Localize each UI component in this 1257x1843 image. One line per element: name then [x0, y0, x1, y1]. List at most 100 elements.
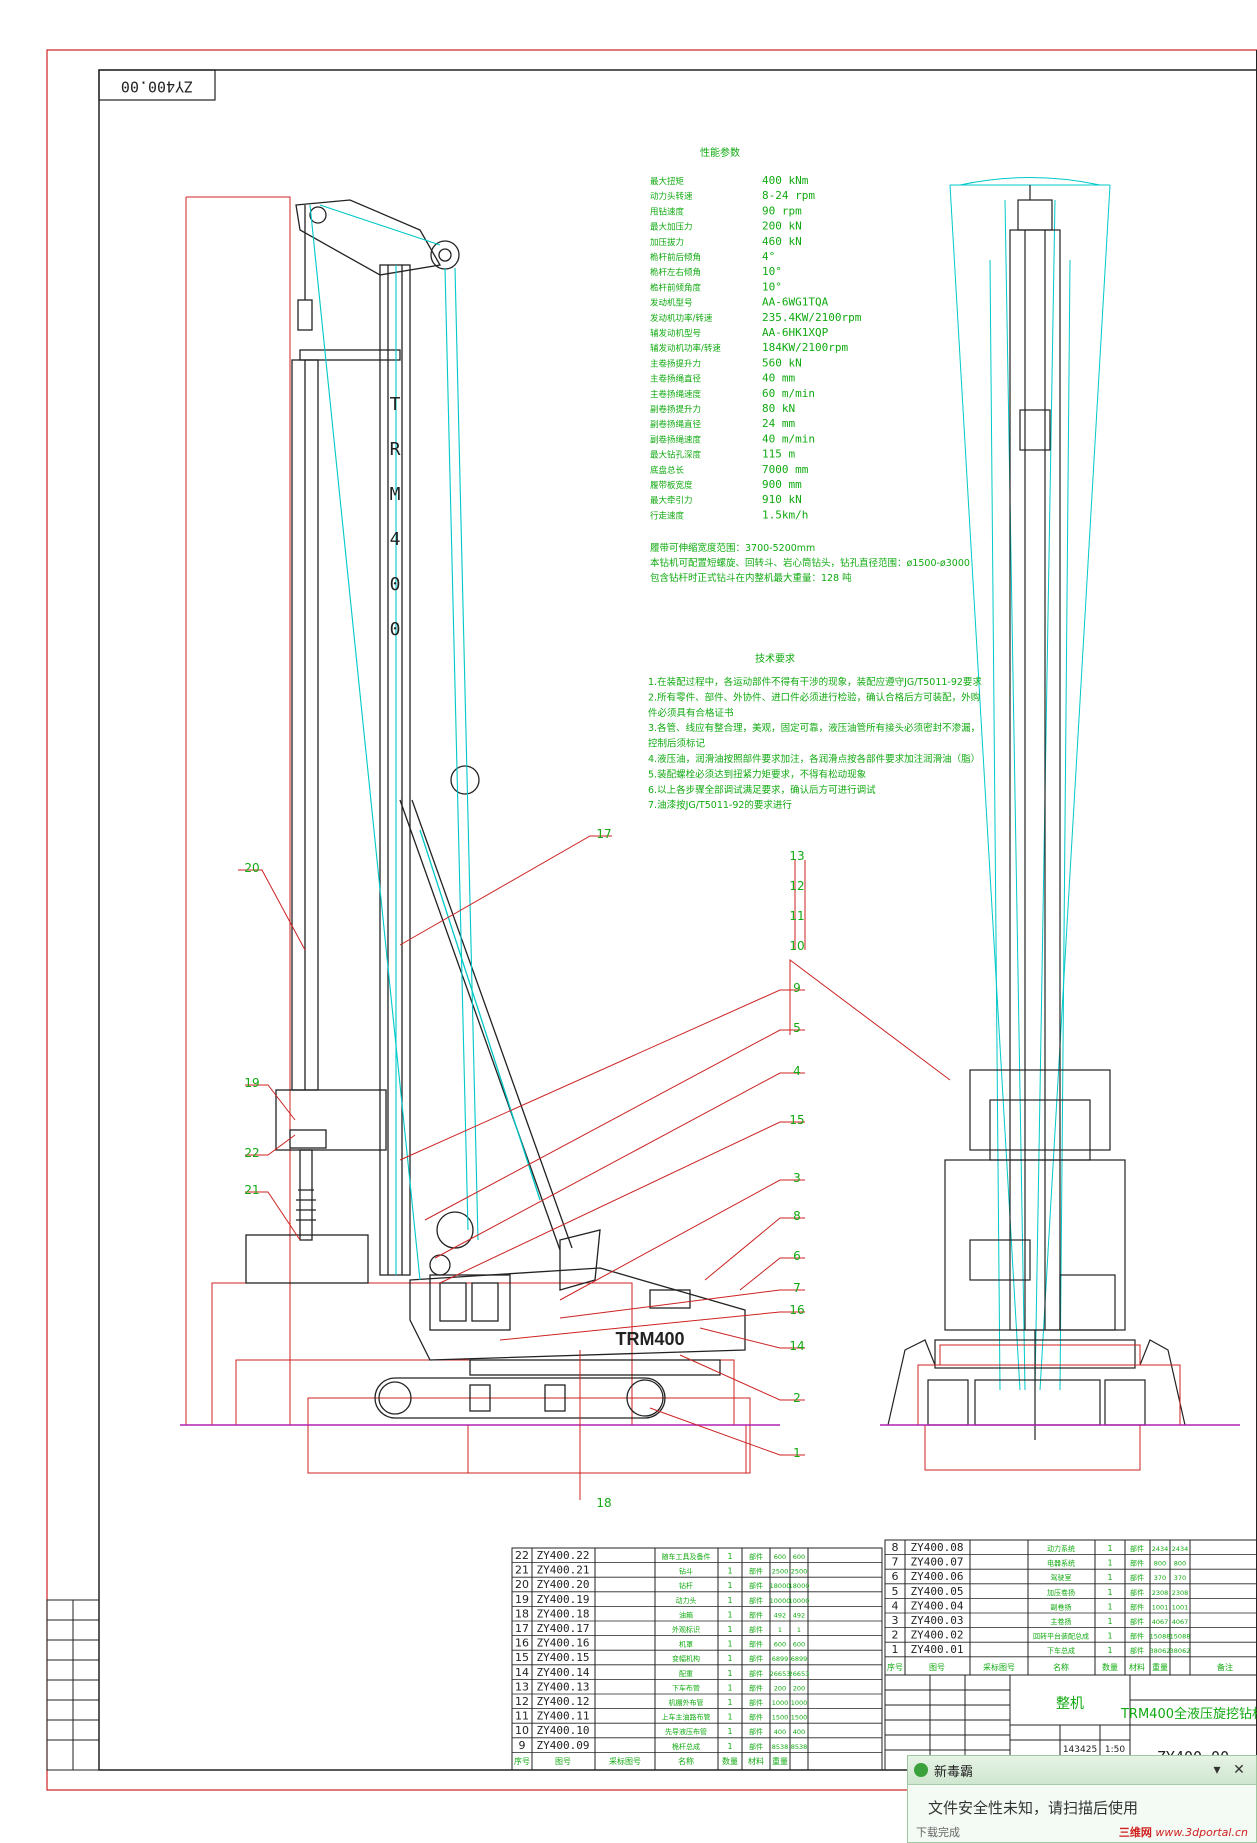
bom-mat: 部件	[749, 1625, 763, 1634]
popup-title: 新毒霸	[934, 1764, 974, 1780]
bom-code: ZY400.11	[537, 1710, 590, 1723]
bom-name: 钻杆	[679, 1581, 693, 1590]
bom-qty: 1	[727, 1669, 732, 1678]
param-name: 桅杆左右倾角	[650, 267, 701, 278]
bom-seq: 17	[515, 1622, 529, 1635]
bom-mat: 部件	[749, 1552, 763, 1561]
duba-logo-icon	[914, 1763, 928, 1777]
svg-text:0: 0	[390, 574, 401, 595]
outer-frame	[46, 49, 1257, 1791]
bom-weight: 2308	[1152, 1589, 1169, 1597]
bom-total: 26653	[789, 1670, 810, 1678]
mast-label: T R M 4 0 0	[390, 394, 401, 640]
minimize-icon[interactable]: ▾	[1213, 1762, 1221, 1778]
param-value: 90 rpm	[762, 204, 802, 217]
bom-mat: 部件	[749, 1669, 763, 1678]
balloon-number: 16	[789, 1303, 804, 1317]
bom-code: ZY400.08	[911, 1541, 964, 1554]
param-value: 8-24 rpm	[762, 189, 815, 202]
svg-text:4: 4	[390, 529, 401, 550]
popup-foot-left[interactable]: 下载完成	[916, 1826, 960, 1839]
bom-qty: 1	[1107, 1602, 1112, 1611]
bom-total: 2500	[791, 1568, 808, 1576]
bom-seq: 15	[515, 1651, 529, 1664]
param-value: 460 kN	[762, 235, 802, 248]
param-name: 桅杆前倾角度	[650, 282, 702, 293]
balloon-number: 7	[793, 1281, 801, 1295]
bom-mat: 部件	[749, 1596, 763, 1605]
param-name: 动力头转速	[650, 191, 693, 202]
bom-name: 桅杆总成	[672, 1742, 700, 1751]
bom-qty: 1	[727, 1610, 732, 1619]
bom-seq: 4	[892, 1599, 899, 1612]
balloon-number: 4	[793, 1064, 801, 1078]
title-scale: 1:50	[1105, 1745, 1125, 1755]
balloon-number: 1	[793, 1446, 801, 1460]
bom-header: 重量	[1152, 1662, 1168, 1672]
bom-seq: 20	[515, 1578, 529, 1591]
bom-weight: 1001	[1152, 1603, 1169, 1611]
balloon-number: 19	[244, 1076, 259, 1090]
bom-seq: 7	[892, 1556, 899, 1569]
bom-qty: 1	[727, 1698, 732, 1707]
bom-code: ZY400.15	[537, 1651, 590, 1664]
bom-weight: 492	[774, 1611, 786, 1619]
bom-weight: 600	[774, 1641, 786, 1649]
balloon-number: 20	[244, 861, 259, 875]
bom-seq: 18	[515, 1607, 529, 1620]
param-value: 900 mm	[762, 478, 802, 491]
bom-name: 外观标识	[672, 1625, 700, 1634]
bom-total: 15088	[1170, 1633, 1191, 1641]
param-extra: 包含钻杆时正式钻斗在内整机最大重量：128 吨	[650, 572, 852, 584]
balloon-number: 14	[789, 1339, 804, 1353]
bom-total: 370	[1174, 1574, 1186, 1582]
param-name: 辅发动机型号	[650, 328, 701, 339]
bom-header: 材料	[1129, 1662, 1145, 1672]
bom-name: 先导液压布管	[665, 1727, 707, 1736]
param-value: 7000 mm	[762, 463, 809, 476]
param-value: 4°	[762, 250, 775, 263]
bom-header: 名称	[678, 1756, 694, 1766]
bom-weight: 10000	[770, 1597, 791, 1605]
bom-weight: 2434	[1152, 1545, 1169, 1553]
param-value: 910 kN	[762, 493, 802, 506]
bom-seq: 3	[892, 1614, 899, 1627]
tech-block: 技术要求1.在装配过程中，各运动部件不得有干涉的现象，装配应遵守JG/T5011…	[648, 652, 982, 811]
bom-qty: 1	[727, 1654, 732, 1663]
bom-name: 机罩	[679, 1640, 693, 1649]
bom-mat: 部件	[749, 1698, 763, 1707]
popup-footer: 下载完成 三维网 www.3dportal.cn	[908, 1822, 1256, 1842]
bom-weight: 2500	[772, 1568, 789, 1576]
tech-item: 1.在装配过程中，各运动部件不得有干涉的现象，装配应遵守JG/T5011-92要…	[648, 676, 982, 688]
param-name: 副卷扬提升力	[650, 404, 701, 415]
bom-header: 序号	[887, 1662, 903, 1672]
bom-weight: 18000	[770, 1582, 791, 1590]
bom-mat: 部件	[749, 1683, 763, 1692]
close-icon[interactable]: ✕	[1233, 1762, 1245, 1778]
bom-mat: 部件	[1130, 1646, 1144, 1655]
bom-total: 6899	[791, 1655, 808, 1663]
param-value: 40 mm	[762, 372, 795, 385]
bom-total: 400	[793, 1728, 805, 1736]
param-value: 200 kN	[762, 220, 802, 233]
bom-code: ZY400.09	[537, 1739, 590, 1752]
bom-seq: 6	[892, 1570, 899, 1583]
bom-qty: 1	[1107, 1632, 1112, 1641]
bom-mat: 部件	[1130, 1602, 1144, 1611]
bom-total: 2434	[1172, 1545, 1189, 1553]
bom-header: 材料	[748, 1756, 764, 1766]
bom-right-grid	[884, 1539, 1257, 1771]
bom-mat: 部件	[749, 1713, 763, 1722]
bom-name: 动力系统	[1047, 1544, 1075, 1553]
bom-total: 8538	[791, 1743, 808, 1751]
bom-name: 回转平台装配总成	[1033, 1632, 1089, 1641]
bom-code: ZY400.01	[911, 1643, 964, 1656]
param-name: 辅发动机功率/转速	[650, 343, 721, 354]
bom-seq: 5	[892, 1585, 899, 1598]
security-popup: 新毒霸 ▾ ✕ 文件安全性未知，请扫描后使用 下载完成 三维网 www.3dpo…	[907, 1755, 1257, 1843]
bom-mat: 部件	[1130, 1617, 1144, 1626]
site-link[interactable]: www.3dportal.cn	[1155, 1826, 1248, 1839]
balloon-number: 10	[789, 939, 804, 953]
